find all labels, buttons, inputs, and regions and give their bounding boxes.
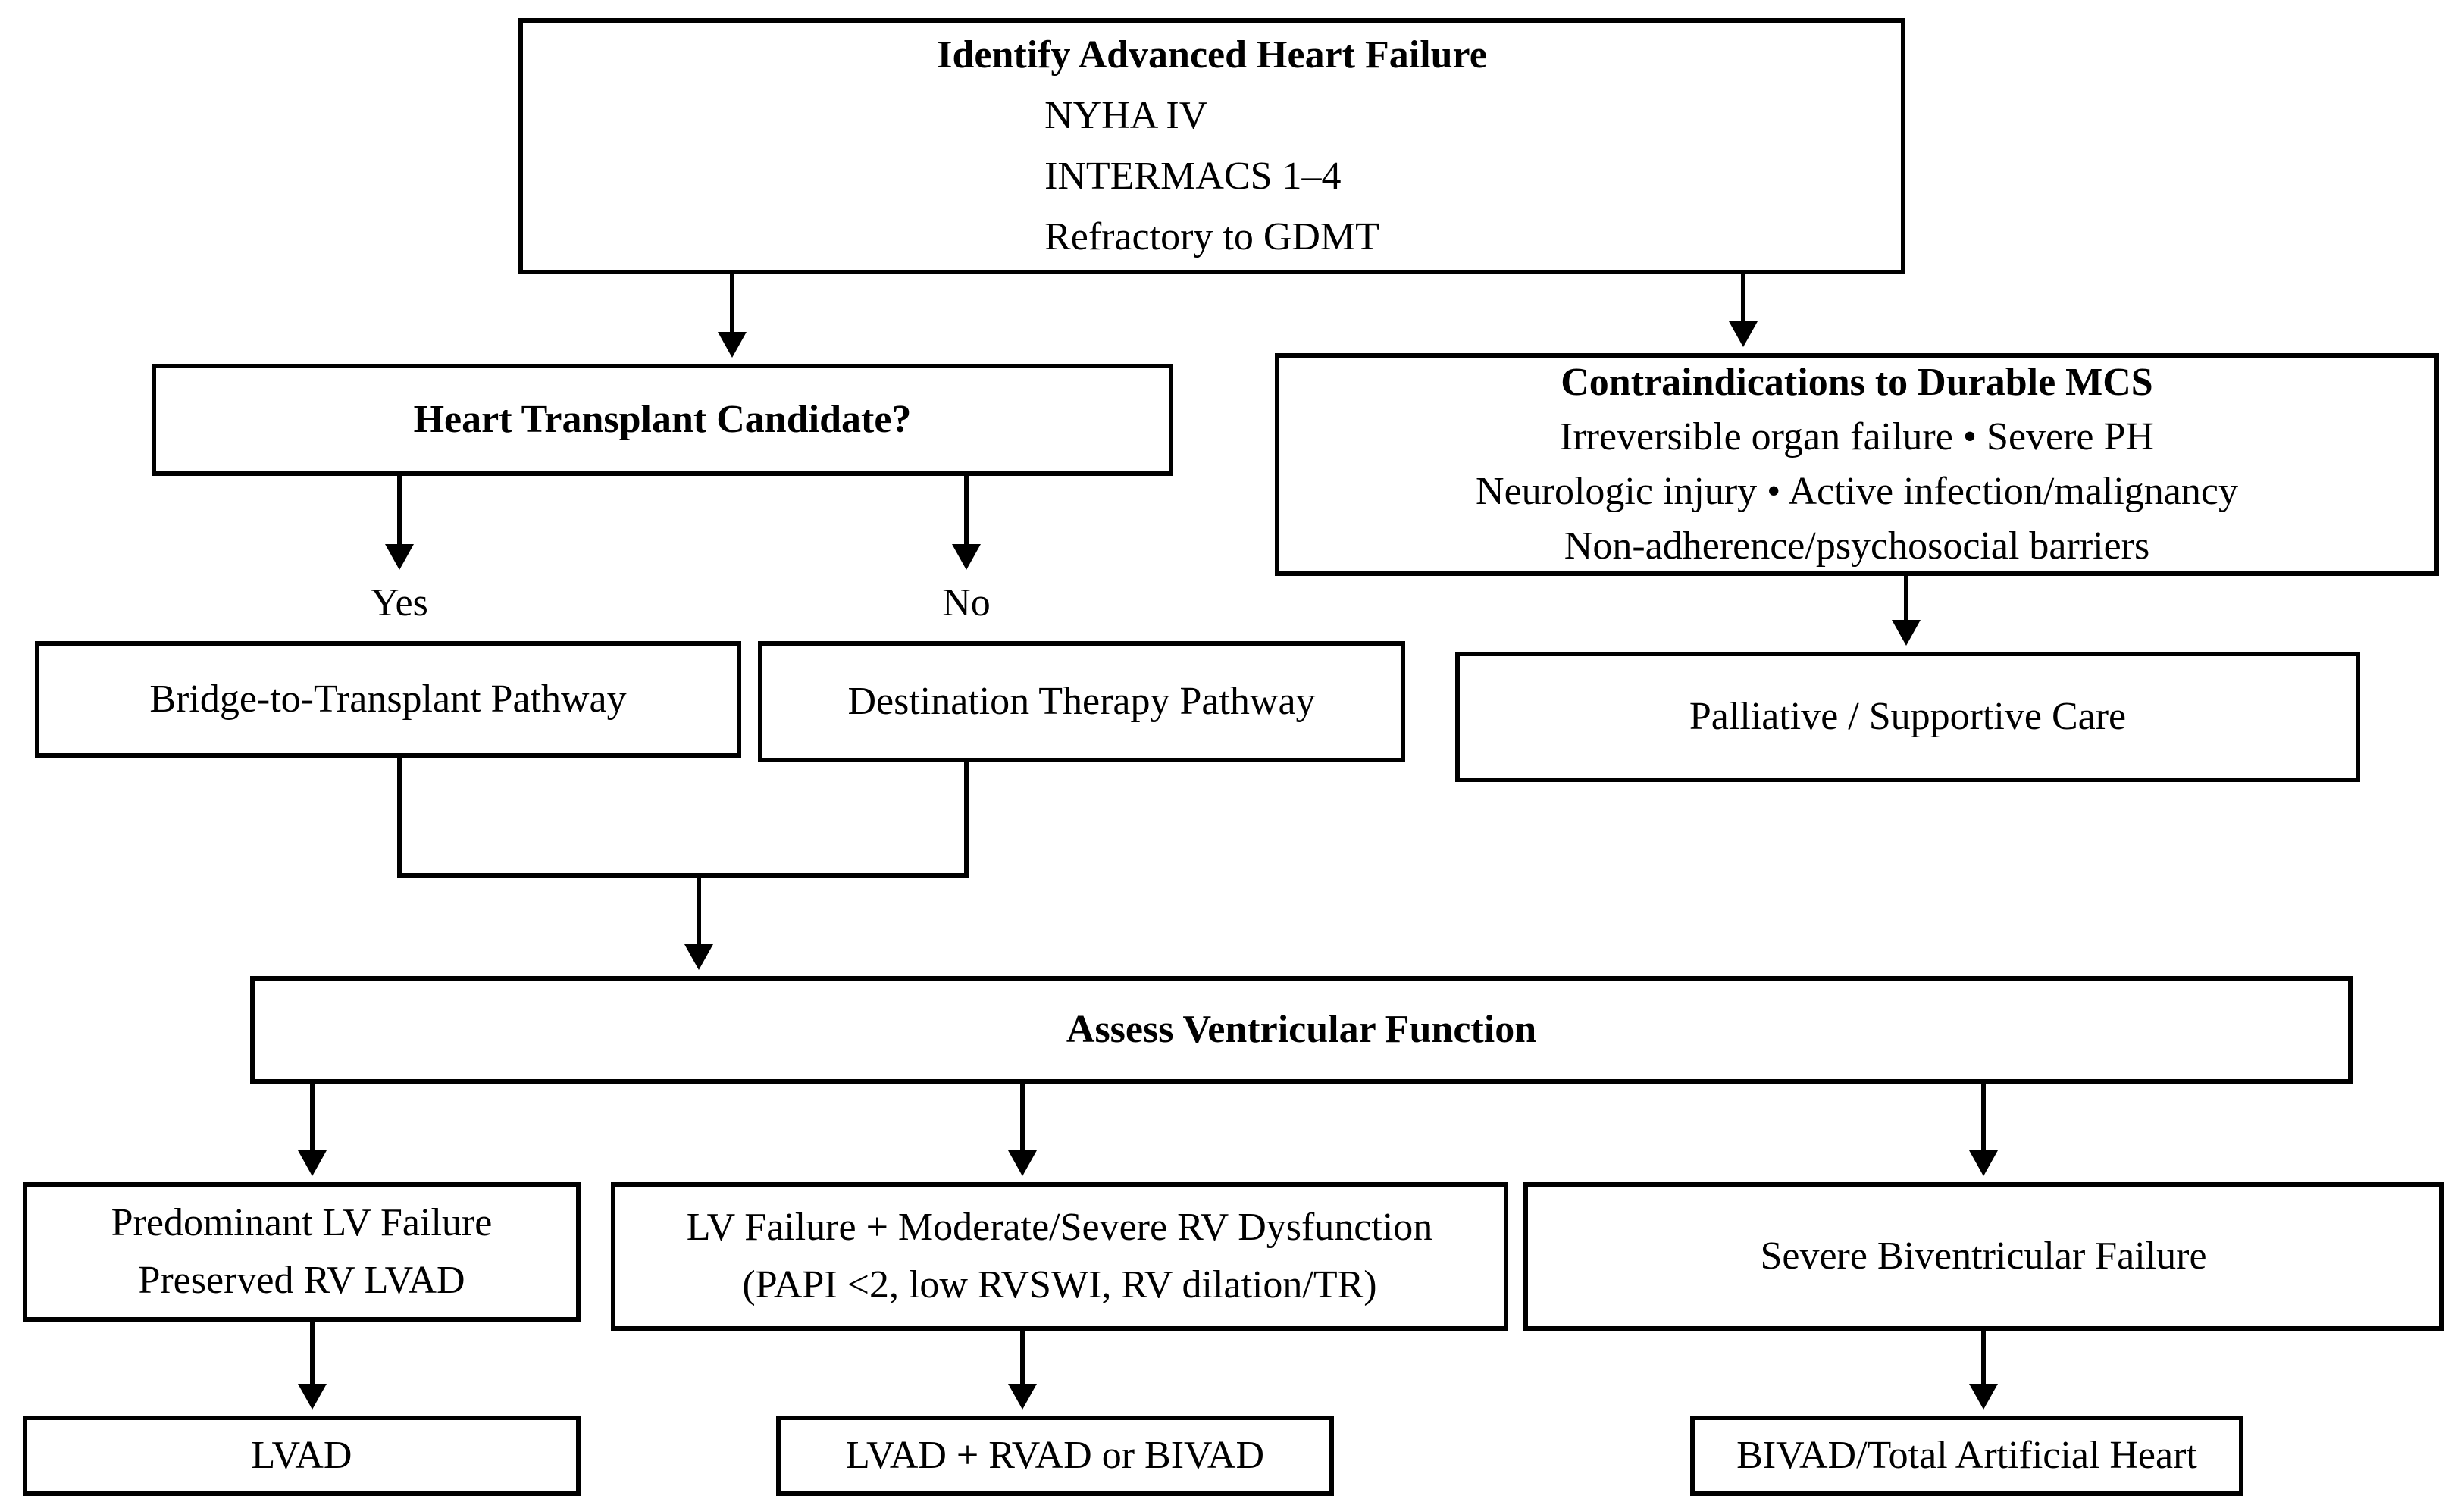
arrowhead-merge-to-assess bbox=[684, 944, 713, 970]
edge-line-lvrv-to-lvadrvad bbox=[1020, 1331, 1025, 1384]
criteria-line: INTERMACS 1–4 bbox=[1044, 155, 1342, 198]
node-predominant-lv-failure: Predominant LV Failure Preserved RV LVAD bbox=[23, 1182, 581, 1322]
node-title: Contraindications to Durable MCS bbox=[1561, 361, 2153, 404]
node-label: LVAD bbox=[251, 1434, 352, 1477]
arrowhead-identify-to-candidate bbox=[718, 332, 747, 358]
node-label: Bridge-to-Transplant Pathway bbox=[149, 677, 627, 721]
edge-line-assess-to-biventricular bbox=[1981, 1084, 1986, 1150]
arrowhead-identify-to-contraindications bbox=[1729, 321, 1758, 347]
node-bridge-to-transplant-pathway: Bridge-to-Transplant Pathway bbox=[35, 641, 741, 758]
node-lv-failure-rv-dysfunction: LV Failure + Moderate/Severe RV Dysfunct… bbox=[611, 1182, 1508, 1331]
contraindication-line: Irreversible organ failure • Severe PH bbox=[1560, 415, 2154, 458]
node-title: Assess Ventricular Function bbox=[1066, 1008, 1537, 1051]
node-label: LVAD + RVAD or BIVAD bbox=[845, 1434, 1265, 1477]
node-palliative-supportive-care: Palliative / Supportive Care bbox=[1455, 652, 2360, 782]
edge-label-yes: Yes bbox=[371, 581, 428, 624]
node-line: LV Failure + Moderate/Severe RV Dysfunct… bbox=[686, 1206, 1433, 1249]
arrowhead-lvrv-to-lvadrvad bbox=[1008, 1384, 1037, 1410]
node-heart-transplant-candidate: Heart Transplant Candidate? bbox=[152, 364, 1173, 476]
edge-line-candidate-yes bbox=[397, 476, 402, 544]
node-label: Destination Therapy Pathway bbox=[847, 680, 1316, 723]
node-label: BIVAD/Total Artificial Heart bbox=[1736, 1434, 2197, 1477]
edge-line-candidate-no bbox=[964, 476, 969, 544]
arrowhead-candidate-yes bbox=[385, 544, 414, 570]
node-label: Palliative / Supportive Care bbox=[1689, 695, 2127, 738]
arrowhead-biventricular-to-bivadtah bbox=[1969, 1384, 1998, 1410]
node-line: Predominant LV Failure bbox=[111, 1201, 493, 1244]
node-bivad-total-artificial-heart: BIVAD/Total Artificial Heart bbox=[1690, 1416, 2243, 1496]
node-line: (PAPI <2, low RVSWI, RV dilation/TR) bbox=[742, 1263, 1377, 1306]
arrowhead-candidate-no bbox=[952, 544, 981, 570]
edge-line-merge-to-assess bbox=[697, 873, 701, 944]
contraindication-line: Non-adherence/psychosocial barriers bbox=[1564, 524, 2150, 568]
criteria-line: NYHA IV bbox=[1044, 94, 1208, 137]
node-contraindications-durable-mcs: Contraindications to Durable MCS Irrever… bbox=[1275, 353, 2439, 576]
edge-line-contraindications-to-palliative bbox=[1904, 576, 1908, 620]
connector-line-btt-down bbox=[397, 758, 402, 878]
edge-line-lv-to-lvad bbox=[310, 1322, 315, 1384]
criteria-line: Refractory to GDMT bbox=[1044, 215, 1379, 258]
arrowhead-assess-to-biventricular bbox=[1969, 1150, 1998, 1176]
arrowhead-assess-to-lv bbox=[298, 1150, 327, 1176]
edge-line-identify-to-candidate bbox=[730, 274, 734, 332]
node-title: Heart Transplant Candidate? bbox=[413, 398, 912, 441]
node-lvad: LVAD bbox=[23, 1416, 581, 1496]
node-label: Severe Biventricular Failure bbox=[1760, 1234, 2207, 1278]
arrowhead-lv-to-lvad bbox=[298, 1384, 327, 1410]
connector-line-merge-horizontal bbox=[397, 873, 969, 878]
node-assess-ventricular-function: Assess Ventricular Function bbox=[250, 976, 2353, 1084]
contraindication-line: Neurologic injury • Active infection/mal… bbox=[1476, 470, 2238, 513]
node-line: Preserved RV LVAD bbox=[138, 1259, 465, 1302]
node-destination-therapy-pathway: Destination Therapy Pathway bbox=[758, 641, 1405, 762]
arrowhead-contraindications-to-palliative bbox=[1892, 620, 1921, 646]
node-identify-advanced-heart-failure: Identify Advanced Heart Failure NYHA IV … bbox=[518, 18, 1905, 274]
edge-line-identify-to-contraindications bbox=[1741, 274, 1745, 321]
edge-line-biventricular-to-bivadtah bbox=[1981, 1331, 1986, 1384]
connector-line-dt-down bbox=[964, 762, 969, 878]
edge-label-no: No bbox=[942, 581, 991, 624]
node-severe-biventricular-failure: Severe Biventricular Failure bbox=[1523, 1182, 2444, 1331]
node-lvad-rvad-bivad: LVAD + RVAD or BIVAD bbox=[776, 1416, 1334, 1496]
node-criteria-list: NYHA IV INTERMACS 1–4 Refractory to GDMT bbox=[1044, 86, 1379, 268]
edge-line-assess-to-lvrv bbox=[1020, 1084, 1025, 1150]
arrowhead-assess-to-lvrv bbox=[1008, 1150, 1037, 1176]
node-title: Identify Advanced Heart Failure bbox=[937, 33, 1487, 77]
edge-line-assess-to-lv bbox=[310, 1084, 315, 1150]
